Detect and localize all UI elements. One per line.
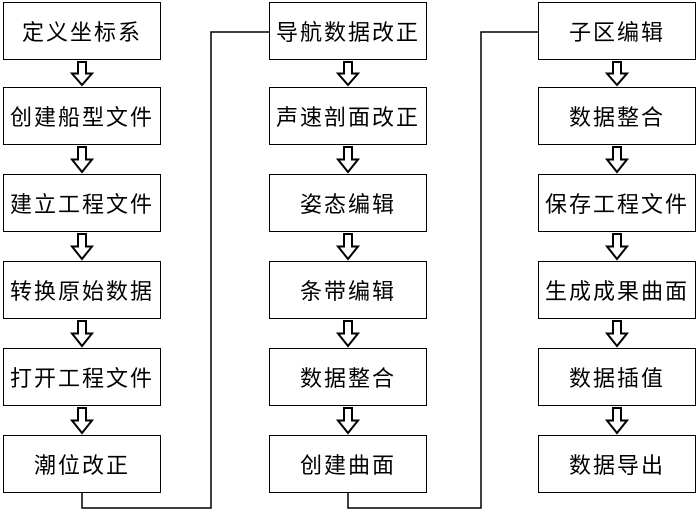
step-label: 打开工程文件 [9,367,154,392]
step-c3-2: 数据整合 [538,87,696,145]
step-c3-4: 生成成果曲面 [538,261,696,319]
step-label: 数据整合 [568,106,665,131]
down-arrow-icon [335,320,361,348]
step-label: 数据整合 [299,367,396,392]
step-c1-2: 创建船型文件 [3,87,161,145]
step-label: 条带编辑 [299,280,396,305]
step-label: 生成成果曲面 [544,280,689,305]
step-c1-1: 定义坐标系 [3,2,161,60]
down-arrow-icon [604,320,630,348]
step-label: 导航数据改正 [275,21,420,46]
step-label: 数据插值 [568,367,665,392]
step-c3-3: 保存工程文件 [538,174,696,232]
step-label: 建立工程文件 [9,193,154,218]
step-label: 保存工程文件 [544,193,689,218]
down-arrow-icon [604,146,630,174]
step-label: 姿态编辑 [299,193,396,218]
step-label: 声速剖面改正 [275,106,420,131]
down-arrow-icon [335,146,361,174]
down-arrow-icon [604,61,630,87]
step-c2-2: 声速剖面改正 [269,87,427,145]
step-c2-1: 导航数据改正 [269,2,427,60]
down-arrow-icon [604,407,630,435]
step-label: 潮位改正 [33,454,130,479]
step-c1-6: 潮位改正 [3,435,161,493]
down-arrow-icon [69,407,95,435]
step-c3-1: 子区编辑 [538,2,696,60]
step-c1-5: 打开工程文件 [3,348,161,406]
down-arrow-icon [335,407,361,435]
step-label: 创建船型文件 [9,106,154,131]
down-arrow-icon [69,233,95,261]
down-arrow-icon [69,320,95,348]
down-arrow-icon [69,61,95,87]
down-arrow-icon [335,61,361,87]
step-label: 子区编辑 [568,21,665,46]
down-arrow-icon [69,146,95,174]
step-c1-4: 转换原始数据 [3,261,161,319]
step-c2-5: 数据整合 [269,348,427,406]
step-label: 定义坐标系 [21,21,142,46]
step-label: 数据导出 [568,454,665,479]
step-c2-6: 创建曲面 [269,435,427,493]
step-label: 创建曲面 [299,454,396,479]
down-arrow-icon [335,233,361,261]
step-c1-3: 建立工程文件 [3,174,161,232]
down-arrow-icon [604,233,630,261]
step-c3-5: 数据插值 [538,348,696,406]
step-c2-4: 条带编辑 [269,261,427,319]
step-label: 转换原始数据 [9,280,154,305]
step-c3-6: 数据导出 [538,435,696,493]
step-c2-3: 姿态编辑 [269,174,427,232]
